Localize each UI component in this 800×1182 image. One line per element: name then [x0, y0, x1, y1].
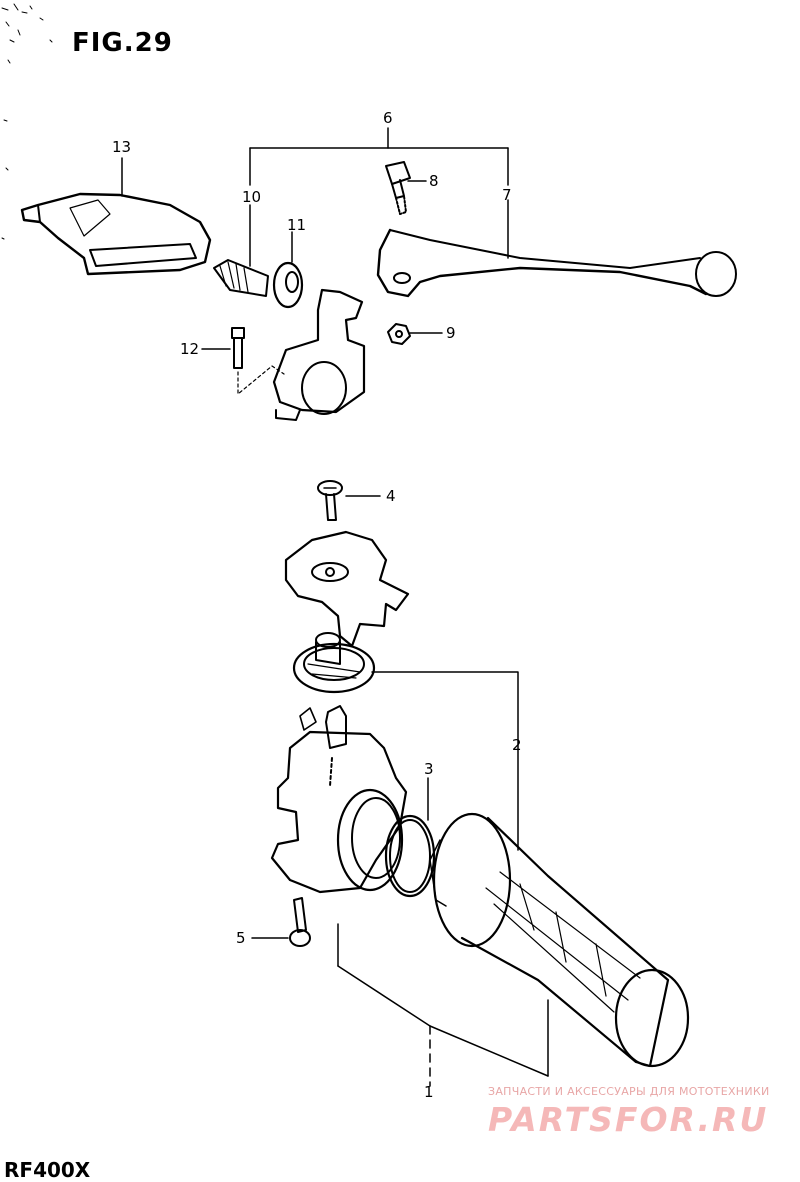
watermark-tagline: ЗАПЧАСТИ И АКСЕССУАРЫ ДЛЯ МОТОТЕХНИКИ	[488, 1085, 770, 1098]
watermark-logo: PARTSFOR.RU	[488, 1100, 769, 1139]
lever-cover-part-13	[20, 192, 212, 276]
switch-housing-lower	[270, 705, 408, 894]
callout-9: 9	[446, 324, 456, 342]
clutch-lever-part-7	[376, 228, 737, 298]
callout-1: 1	[424, 1083, 434, 1101]
callout-3: 3	[424, 760, 434, 778]
callout-2: 2	[512, 736, 522, 754]
callout-12: 12	[180, 340, 200, 358]
pivot-bolt-part-8	[385, 161, 411, 215]
callout-5: 5	[236, 929, 246, 947]
screw-part-5	[289, 897, 311, 947]
figure-title: FIG.29	[72, 28, 173, 58]
screw-part-12	[231, 327, 285, 395]
callout-10: 10	[242, 188, 262, 206]
group-bracket-1	[337, 923, 549, 1087]
throttle-grip	[429, 812, 690, 1068]
callout-8: 8	[429, 172, 439, 190]
model-label: RF400X	[4, 1158, 91, 1182]
o-ring-part-3	[384, 814, 436, 898]
adjuster-part-10	[213, 259, 269, 297]
locknut-part-11	[272, 261, 304, 309]
lever-holder	[272, 288, 366, 421]
callout-6: 6	[383, 109, 393, 127]
switch-components	[292, 632, 376, 694]
callout-13: 13	[112, 138, 132, 156]
group-bracket-6	[249, 127, 509, 186]
switch-housing-upper	[284, 530, 410, 648]
scan-noise	[1, 3, 53, 240]
nut-part-9	[387, 323, 411, 345]
callout-11: 11	[287, 216, 307, 234]
callout-7: 7	[502, 186, 512, 204]
screw-part-4	[317, 480, 343, 521]
group-bracket-2	[371, 671, 519, 851]
callout-4: 4	[386, 487, 396, 505]
